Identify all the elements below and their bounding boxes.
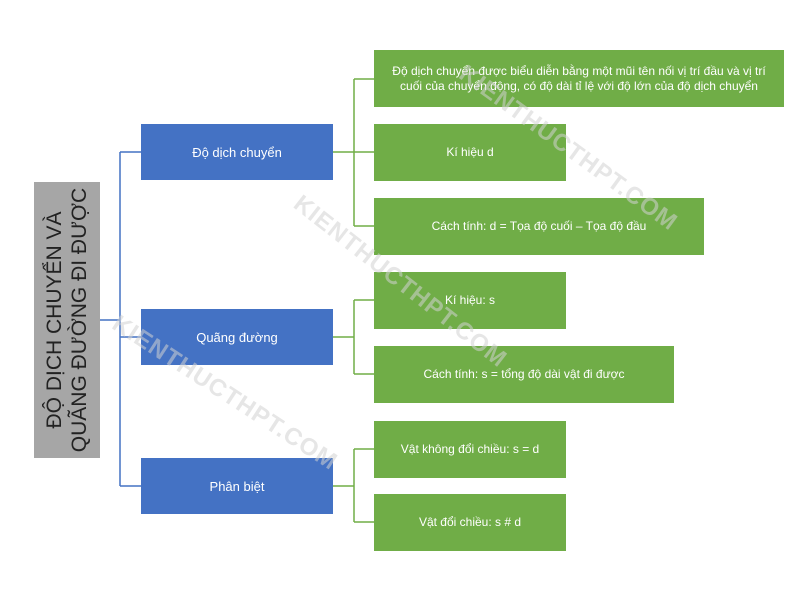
leaf-label: Độ dịch chuyển được biểu diễn bằng một m…: [392, 63, 766, 93]
leaf-label: Cách tính: s = tổng độ dài vật đi được: [423, 367, 625, 381]
leaf-node-formula-s: Cách tính: s = tổng độ dài vật đi được: [374, 346, 674, 403]
leaf-node-symbol-d: Kí hiệu d: [374, 124, 566, 181]
branch-node-phan-biet: Phân biệt: [141, 458, 333, 514]
leaf-node-definition: Độ dịch chuyển được biểu diễn bằng một m…: [374, 50, 784, 107]
root-title-line-1: ĐỘ DỊCH CHUYỂN VÀ: [43, 211, 66, 429]
leaf-node-no-reverse: Vật không đổi chiều: s = d: [374, 421, 566, 478]
branch-label: Quãng đường: [196, 329, 278, 345]
root-node: ĐỘ DỊCH CHUYỂN VÀ QUÃNG ĐƯỜNG ĐI ĐƯỢC: [34, 182, 100, 458]
leaf-label: Kí hiệu d: [446, 145, 494, 159]
leaf-label: Vật không đổi chiều: s = d: [400, 442, 540, 456]
branch-node-quang-duong: Quãng đường: [141, 309, 333, 365]
leaf-label: Cách tính: d = Tọa độ cuối – Tọa độ đầu: [431, 219, 647, 233]
leaf-node-formula-d: Cách tính: d = Tọa độ cuối – Tọa độ đầu: [374, 198, 704, 255]
branch-node-do-dich-chuyen: Độ dịch chuyển: [141, 124, 333, 180]
leaf-node-symbol-s: Kí hiệu: s: [374, 272, 566, 329]
branch-label: Phân biệt: [209, 478, 265, 494]
root-title: ĐỘ DỊCH CHUYỂN VÀ QUÃNG ĐƯỜNG ĐI ĐƯỢC: [34, 182, 100, 458]
leaf-label: Kí hiệu: s: [444, 293, 496, 307]
leaf-node-reverse: Vật đổi chiều: s # d: [374, 494, 566, 551]
branch-label: Độ dịch chuyển: [192, 144, 282, 160]
root-title-line-2: QUÃNG ĐƯỜNG ĐI ĐƯỢC: [68, 187, 91, 453]
leaf-label: Vật đổi chiều: s # d: [418, 515, 522, 529]
